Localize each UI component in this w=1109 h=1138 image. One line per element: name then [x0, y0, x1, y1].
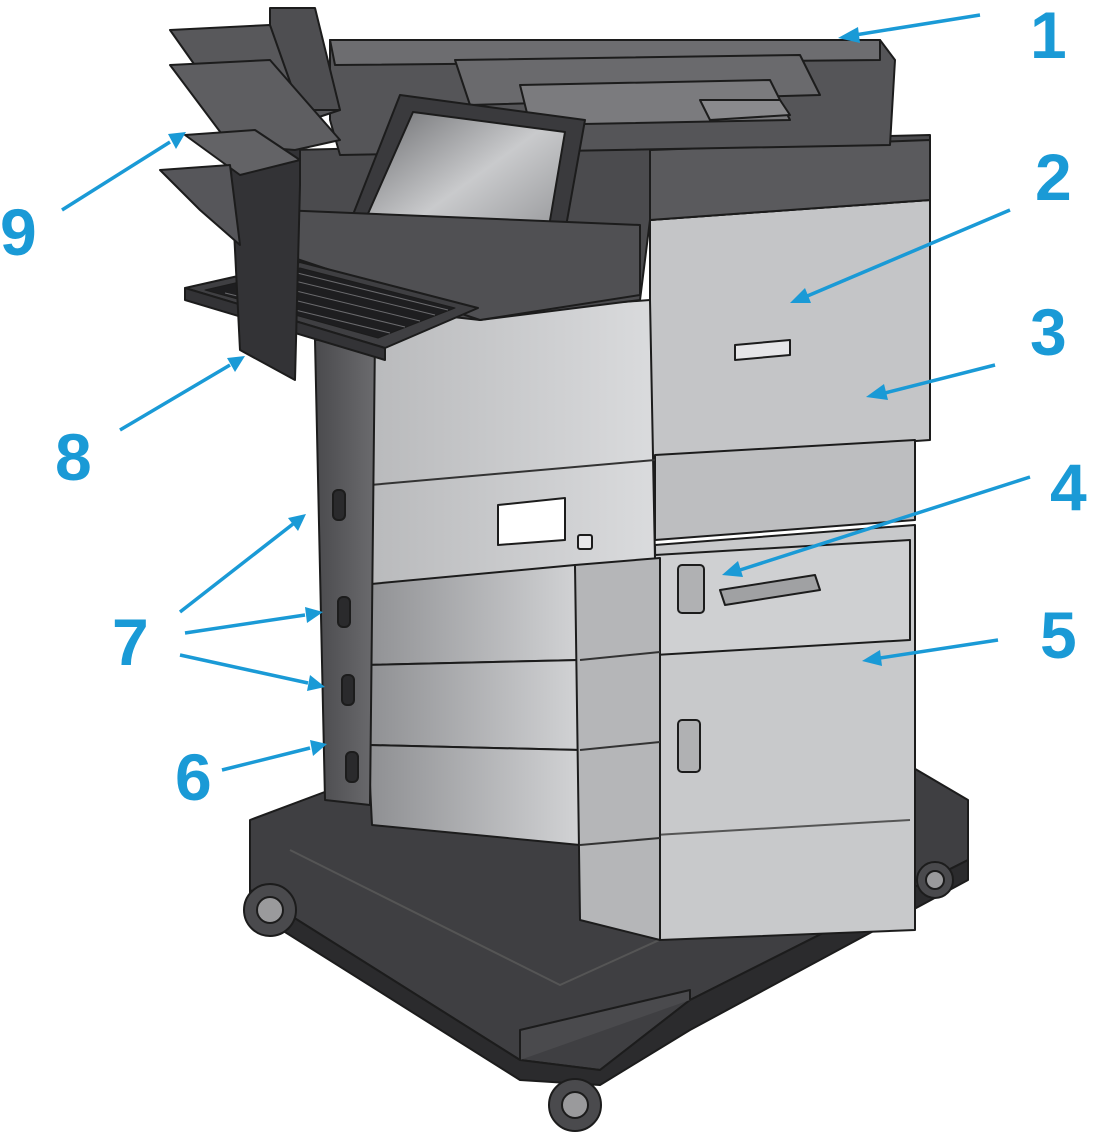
callout-label-4: 4 [1050, 450, 1087, 524]
callout-arrow-3 [866, 363, 996, 400]
callout-arrow-7b [184, 607, 323, 635]
callout-arrow-7c [179, 653, 325, 691]
callout-labels: 1 2 3 4 5 6 7 8 9 [0, 0, 1087, 814]
callout-label-2: 2 [1035, 140, 1072, 214]
callout-arrow-8 [119, 356, 245, 432]
callout-label-8: 8 [55, 420, 92, 494]
caster-wheel-front [548, 1078, 602, 1132]
printer-front-body [369, 299, 656, 586]
output-bins [159, 7, 341, 246]
callout-arrow-6 [221, 740, 327, 772]
callout-label-7: 7 [112, 605, 149, 679]
printer-side-panel [649, 199, 931, 941]
callout-label-6: 6 [175, 740, 212, 814]
callout-arrow-9 [61, 132, 186, 212]
paper-trays [359, 557, 661, 941]
caster-wheel-front-left [243, 883, 297, 937]
callout-arrow-5 [862, 638, 999, 666]
callout-arrow-4 [722, 475, 1031, 577]
left-column [314, 334, 376, 806]
callout-arrows [61, 13, 1031, 772]
printer-illustration [159, 7, 969, 1132]
callout-arrow-2 [790, 208, 1011, 303]
caster-wheel-right [916, 861, 954, 899]
callout-label-3: 3 [1030, 295, 1067, 369]
callout-label-1: 1 [1030, 0, 1067, 72]
callout-label-9: 9 [0, 195, 37, 269]
callout-label-5: 5 [1040, 598, 1077, 672]
callout-arrow-1 [838, 13, 981, 43]
callout-arrow-7a [178, 514, 306, 614]
